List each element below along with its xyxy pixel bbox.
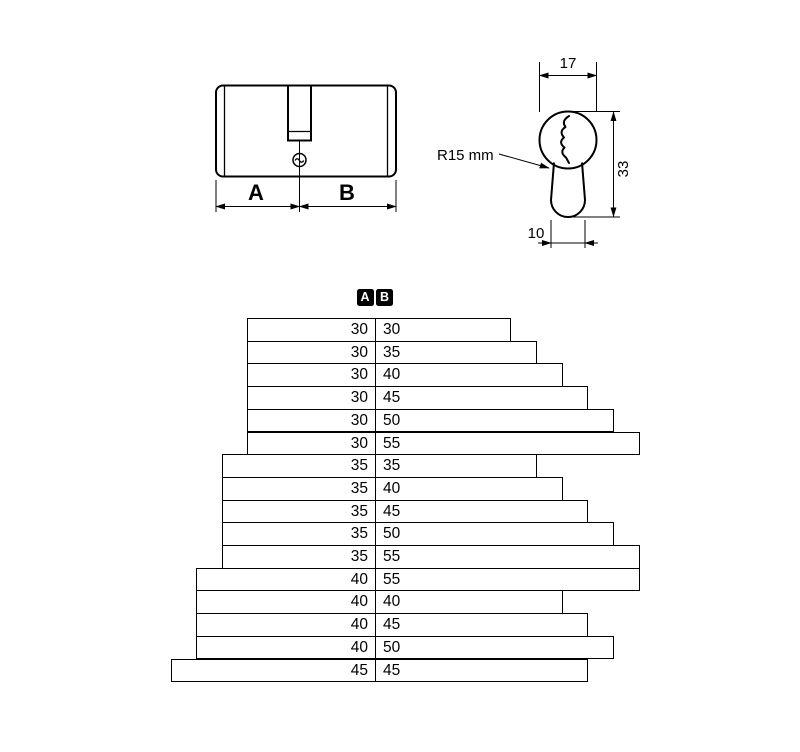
size-row: 40 50 xyxy=(196,635,615,660)
size-a-value: 35 xyxy=(350,548,368,565)
size-a-value: 30 xyxy=(350,366,368,384)
size-a-value: 40 xyxy=(350,616,368,634)
size-a-value: 30 xyxy=(350,411,368,429)
size-divider xyxy=(374,591,376,614)
size-a-value: 35 xyxy=(350,479,368,497)
size-row: 40 40 xyxy=(196,590,563,615)
size-b-value: 55 xyxy=(383,434,401,452)
size-b-value: 40 xyxy=(382,593,401,611)
cylinder-lower-body xyxy=(549,162,587,218)
keyway-profile xyxy=(560,115,570,164)
size-divider xyxy=(374,568,376,591)
header-badge-a: A xyxy=(356,289,374,306)
size-row: 35 40 xyxy=(221,476,563,501)
size-b-value: 50 xyxy=(383,411,401,429)
size-b-value: 35 xyxy=(382,457,401,475)
size-b-value: 45 xyxy=(382,616,401,634)
size-b-value: 40 xyxy=(383,366,401,384)
size-divider xyxy=(374,455,376,477)
size-a-value: 35 xyxy=(350,502,368,520)
dim-10-text: 10 xyxy=(528,225,545,242)
size-divider xyxy=(374,523,376,545)
size-b-value: 55 xyxy=(382,570,401,588)
size-divider xyxy=(374,546,376,568)
size-a-value: 45 xyxy=(350,661,368,679)
size-a-value: 40 xyxy=(350,638,368,656)
radius-leader-line xyxy=(498,153,550,169)
size-a-value: 30 xyxy=(350,434,368,452)
size-row: 30 50 xyxy=(247,408,615,433)
size-row: 35 35 xyxy=(221,454,537,478)
size-row: 35 55 xyxy=(221,545,640,569)
size-b-value: 45 xyxy=(382,661,401,679)
size-divider xyxy=(374,477,376,500)
cylinder-round-part xyxy=(538,110,598,170)
size-a-value: 40 xyxy=(350,570,368,588)
size-row: 30 40 xyxy=(247,363,563,388)
dim-33-text: 33 xyxy=(615,161,632,178)
size-a-value: 30 xyxy=(350,343,368,361)
size-divider xyxy=(375,319,376,341)
size-b-value: 35 xyxy=(383,343,401,361)
size-row: 40 55 xyxy=(196,567,640,592)
size-row: 30 45 xyxy=(247,386,589,410)
size-divider xyxy=(374,636,376,659)
size-divider xyxy=(375,409,376,432)
size-row: 45 45 xyxy=(170,658,589,683)
size-row: 35 45 xyxy=(221,499,589,524)
dim-a-label: A xyxy=(248,180,264,205)
cylinder-drawings: A B 17 33 10 R15 mm xyxy=(215,55,632,248)
header-badge-b: B xyxy=(376,289,393,306)
size-b-value: 30 xyxy=(383,321,401,338)
size-divider xyxy=(375,341,376,364)
size-b-value: 40 xyxy=(382,479,401,497)
dim-b-label: B xyxy=(339,180,355,205)
size-row: 30 30 xyxy=(247,318,511,342)
size-a-value: 40 xyxy=(350,593,368,611)
size-b-value: 55 xyxy=(382,548,401,565)
radius-label: R15 mm xyxy=(437,147,494,164)
size-divider xyxy=(374,500,376,523)
size-a-value: 35 xyxy=(350,525,368,543)
size-divider xyxy=(374,614,376,636)
cylinder-cam xyxy=(287,84,312,142)
size-divider xyxy=(375,387,376,409)
size-b-value: 45 xyxy=(382,502,401,520)
size-a-value: 35 xyxy=(350,457,368,475)
cylinder-front-view xyxy=(498,62,620,248)
size-divider xyxy=(375,432,376,455)
size-row: 30 55 xyxy=(247,431,640,456)
size-divider xyxy=(374,659,376,682)
size-a-value: 30 xyxy=(350,389,368,407)
size-divider xyxy=(375,364,376,387)
size-b-value: 45 xyxy=(383,389,401,407)
size-row: 30 35 xyxy=(247,340,537,365)
size-row: 40 45 xyxy=(196,613,589,637)
dim-17-text: 17 xyxy=(560,55,577,72)
size-row: 35 50 xyxy=(221,522,615,546)
size-b-value: 50 xyxy=(382,525,401,543)
size-b-value: 50 xyxy=(382,638,401,656)
size-a-value: 30 xyxy=(350,321,368,338)
cylinder-side-view xyxy=(215,84,397,212)
